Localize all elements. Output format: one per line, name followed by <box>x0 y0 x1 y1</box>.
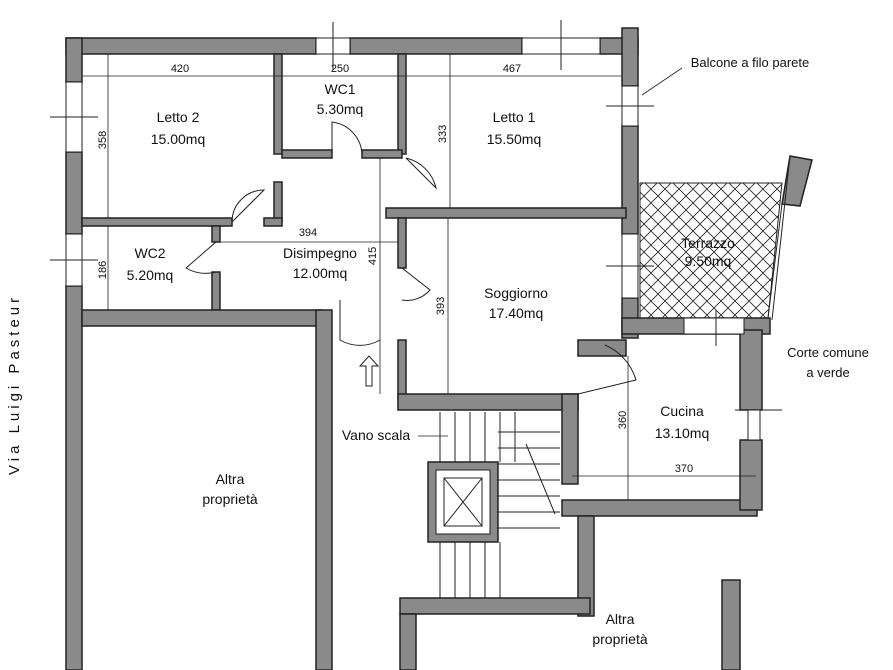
room-area-wc2: 5.20mq <box>127 267 174 283</box>
room-name-wc1: WC1 <box>324 81 355 97</box>
room-name-terrazzo: Terrazzo <box>681 235 735 251</box>
dim-soggiorno-depth: 393 <box>435 297 447 315</box>
dim-wc1-width: 250 <box>331 63 349 75</box>
altra-proprieta-2-line1: Altra <box>606 611 635 627</box>
dim-letto2-depth: 358 <box>97 131 109 149</box>
corte-label-line2: a verde <box>806 365 849 380</box>
dim-disimpegno-depth: 415 <box>367 247 379 265</box>
corte-label-line1: Corte comune <box>787 345 869 360</box>
dim-letto1-depth: 333 <box>437 125 449 143</box>
walls <box>65 27 813 670</box>
balcone-label: Balcone a filo parete <box>691 55 810 70</box>
room-area-letto1: 15.50mq <box>487 131 541 147</box>
room-name-disimpegno: Disimpegno <box>283 245 357 261</box>
altra-proprieta-1-line1: Altra <box>216 471 245 487</box>
dim-disimpegno-width: 394 <box>299 227 317 239</box>
dim-letto2-width: 420 <box>171 63 189 75</box>
altra-proprieta-1-line2: proprietà <box>202 491 257 507</box>
room-area-wc1: 5.30mq <box>317 101 364 117</box>
room-name-letto1: Letto 1 <box>493 109 536 125</box>
dim-letto1-width: 467 <box>503 63 521 75</box>
room-area-soggiorno: 17.40mq <box>489 305 543 321</box>
altra-proprieta-2-line2: proprietà <box>592 631 647 647</box>
room-name-letto2: Letto 2 <box>157 109 200 125</box>
room-area-cucina: 13.10mq <box>655 425 709 441</box>
dimension-lines <box>82 54 756 500</box>
dim-wc2-depth: 186 <box>97 261 109 279</box>
windows <box>50 20 791 534</box>
room-name-wc2: WC2 <box>134 245 165 261</box>
dim-cucina-width: 370 <box>675 463 693 475</box>
room-area-letto2: 15.00mq <box>151 131 205 147</box>
street-label: Via Luigi Pasteur <box>6 294 23 475</box>
stairs <box>439 412 560 598</box>
room-name-soggiorno: Soggiorno <box>484 285 548 301</box>
room-area-terrazzo: 9.50mq <box>685 253 732 269</box>
room-area-disimpegno: 12.00mq <box>293 265 347 281</box>
room-name-cucina: Cucina <box>660 403 704 419</box>
vano-scala-label: Vano scala <box>342 427 410 443</box>
dim-cucina-depth: 360 <box>617 411 629 429</box>
door-swings <box>185 121 637 395</box>
